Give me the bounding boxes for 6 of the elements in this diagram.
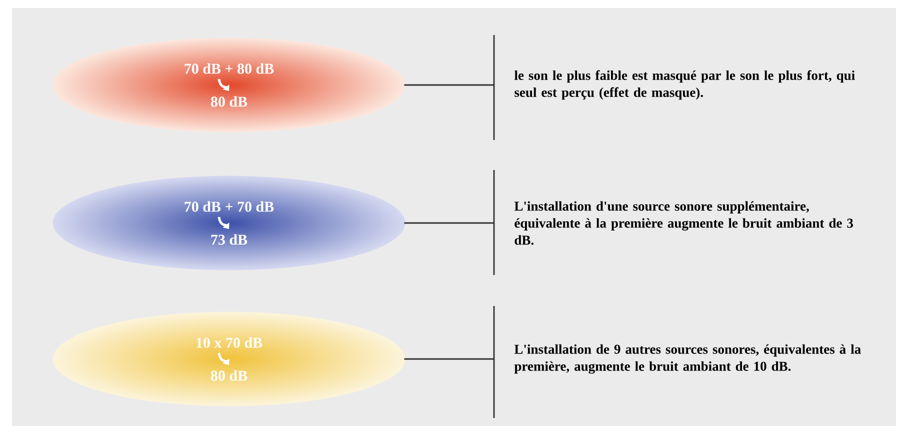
description-text: L'installation de 9 autres sources sonores, équivalentes à la première, augmente le bruit ambiant de 10 dB. bbox=[514, 344, 861, 374]
connector-line bbox=[404, 222, 494, 224]
description-text: L'installation d'une source sonore supplémentaire, équivalente à la première augmente le bruit ambiant de 3 dB. bbox=[514, 201, 853, 245]
description-text: le son le plus faible est masqué par le son le plus fort, qui seul est perçu (effet de masque). bbox=[514, 70, 855, 100]
connector-line bbox=[404, 358, 494, 360]
connector-line bbox=[404, 84, 494, 86]
